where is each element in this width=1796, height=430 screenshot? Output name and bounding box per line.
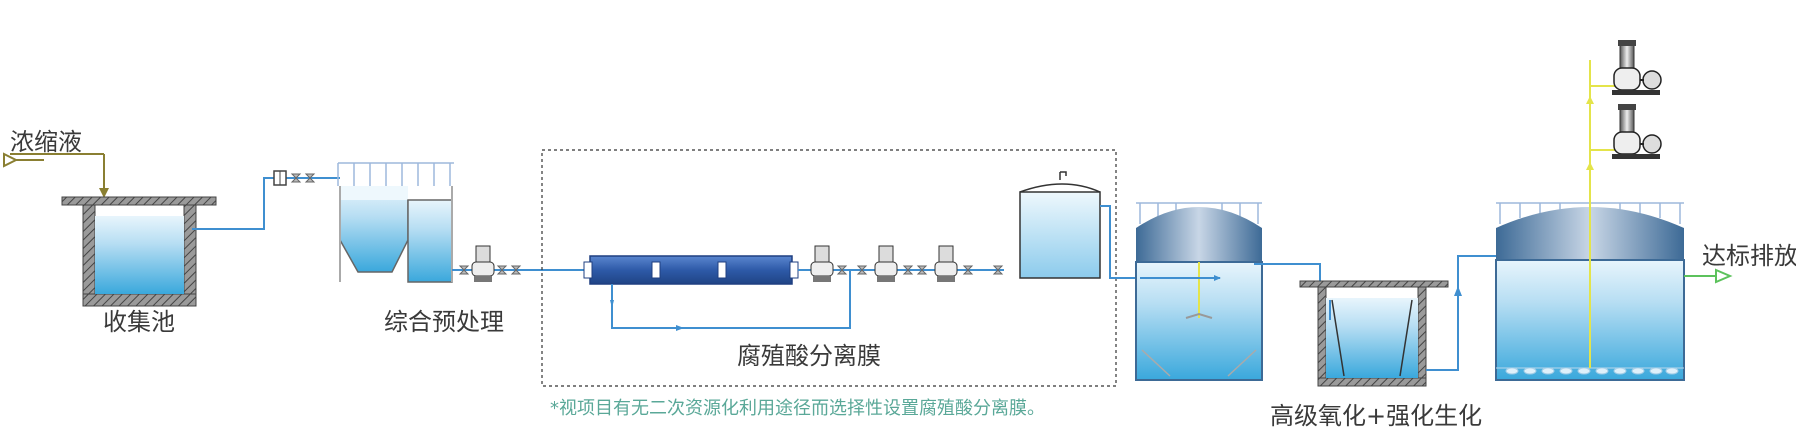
settling-tank — [1299, 255, 1496, 387]
discharge-label: 达标排放 — [1702, 242, 1796, 270]
oxidation-reactor — [1135, 202, 1321, 381]
collection-tank — [61, 196, 217, 307]
inlet-line — [3, 152, 109, 198]
permeate-pipe — [610, 270, 851, 331]
pretreatment-unit — [337, 162, 454, 283]
pipe-to-pretreatment — [192, 170, 340, 230]
pretreatment-label: 综合预处理 — [384, 308, 504, 336]
feed-pump — [452, 245, 590, 282]
oxidation-bio-label: 高级氧化+强化生化 — [1270, 402, 1482, 430]
collection-tank-label: 收集池 — [103, 308, 175, 336]
optional-membrane-box — [541, 149, 1117, 387]
outlet-line — [1684, 268, 1733, 284]
air-line — [1586, 60, 1616, 368]
membrane-module — [583, 255, 799, 285]
inlet-label: 浓缩液 — [10, 128, 82, 156]
blower-1 — [1612, 40, 1662, 95]
membrane-label: 腐殖酸分离膜 — [737, 342, 881, 370]
buffer-tank — [1019, 171, 1140, 279]
membrane-pump-line — [798, 245, 1004, 282]
footnote: *视项目有无二次资源化利用途径而选择性设置腐殖酸分离膜。 — [550, 397, 1045, 419]
blower-2 — [1612, 104, 1662, 159]
